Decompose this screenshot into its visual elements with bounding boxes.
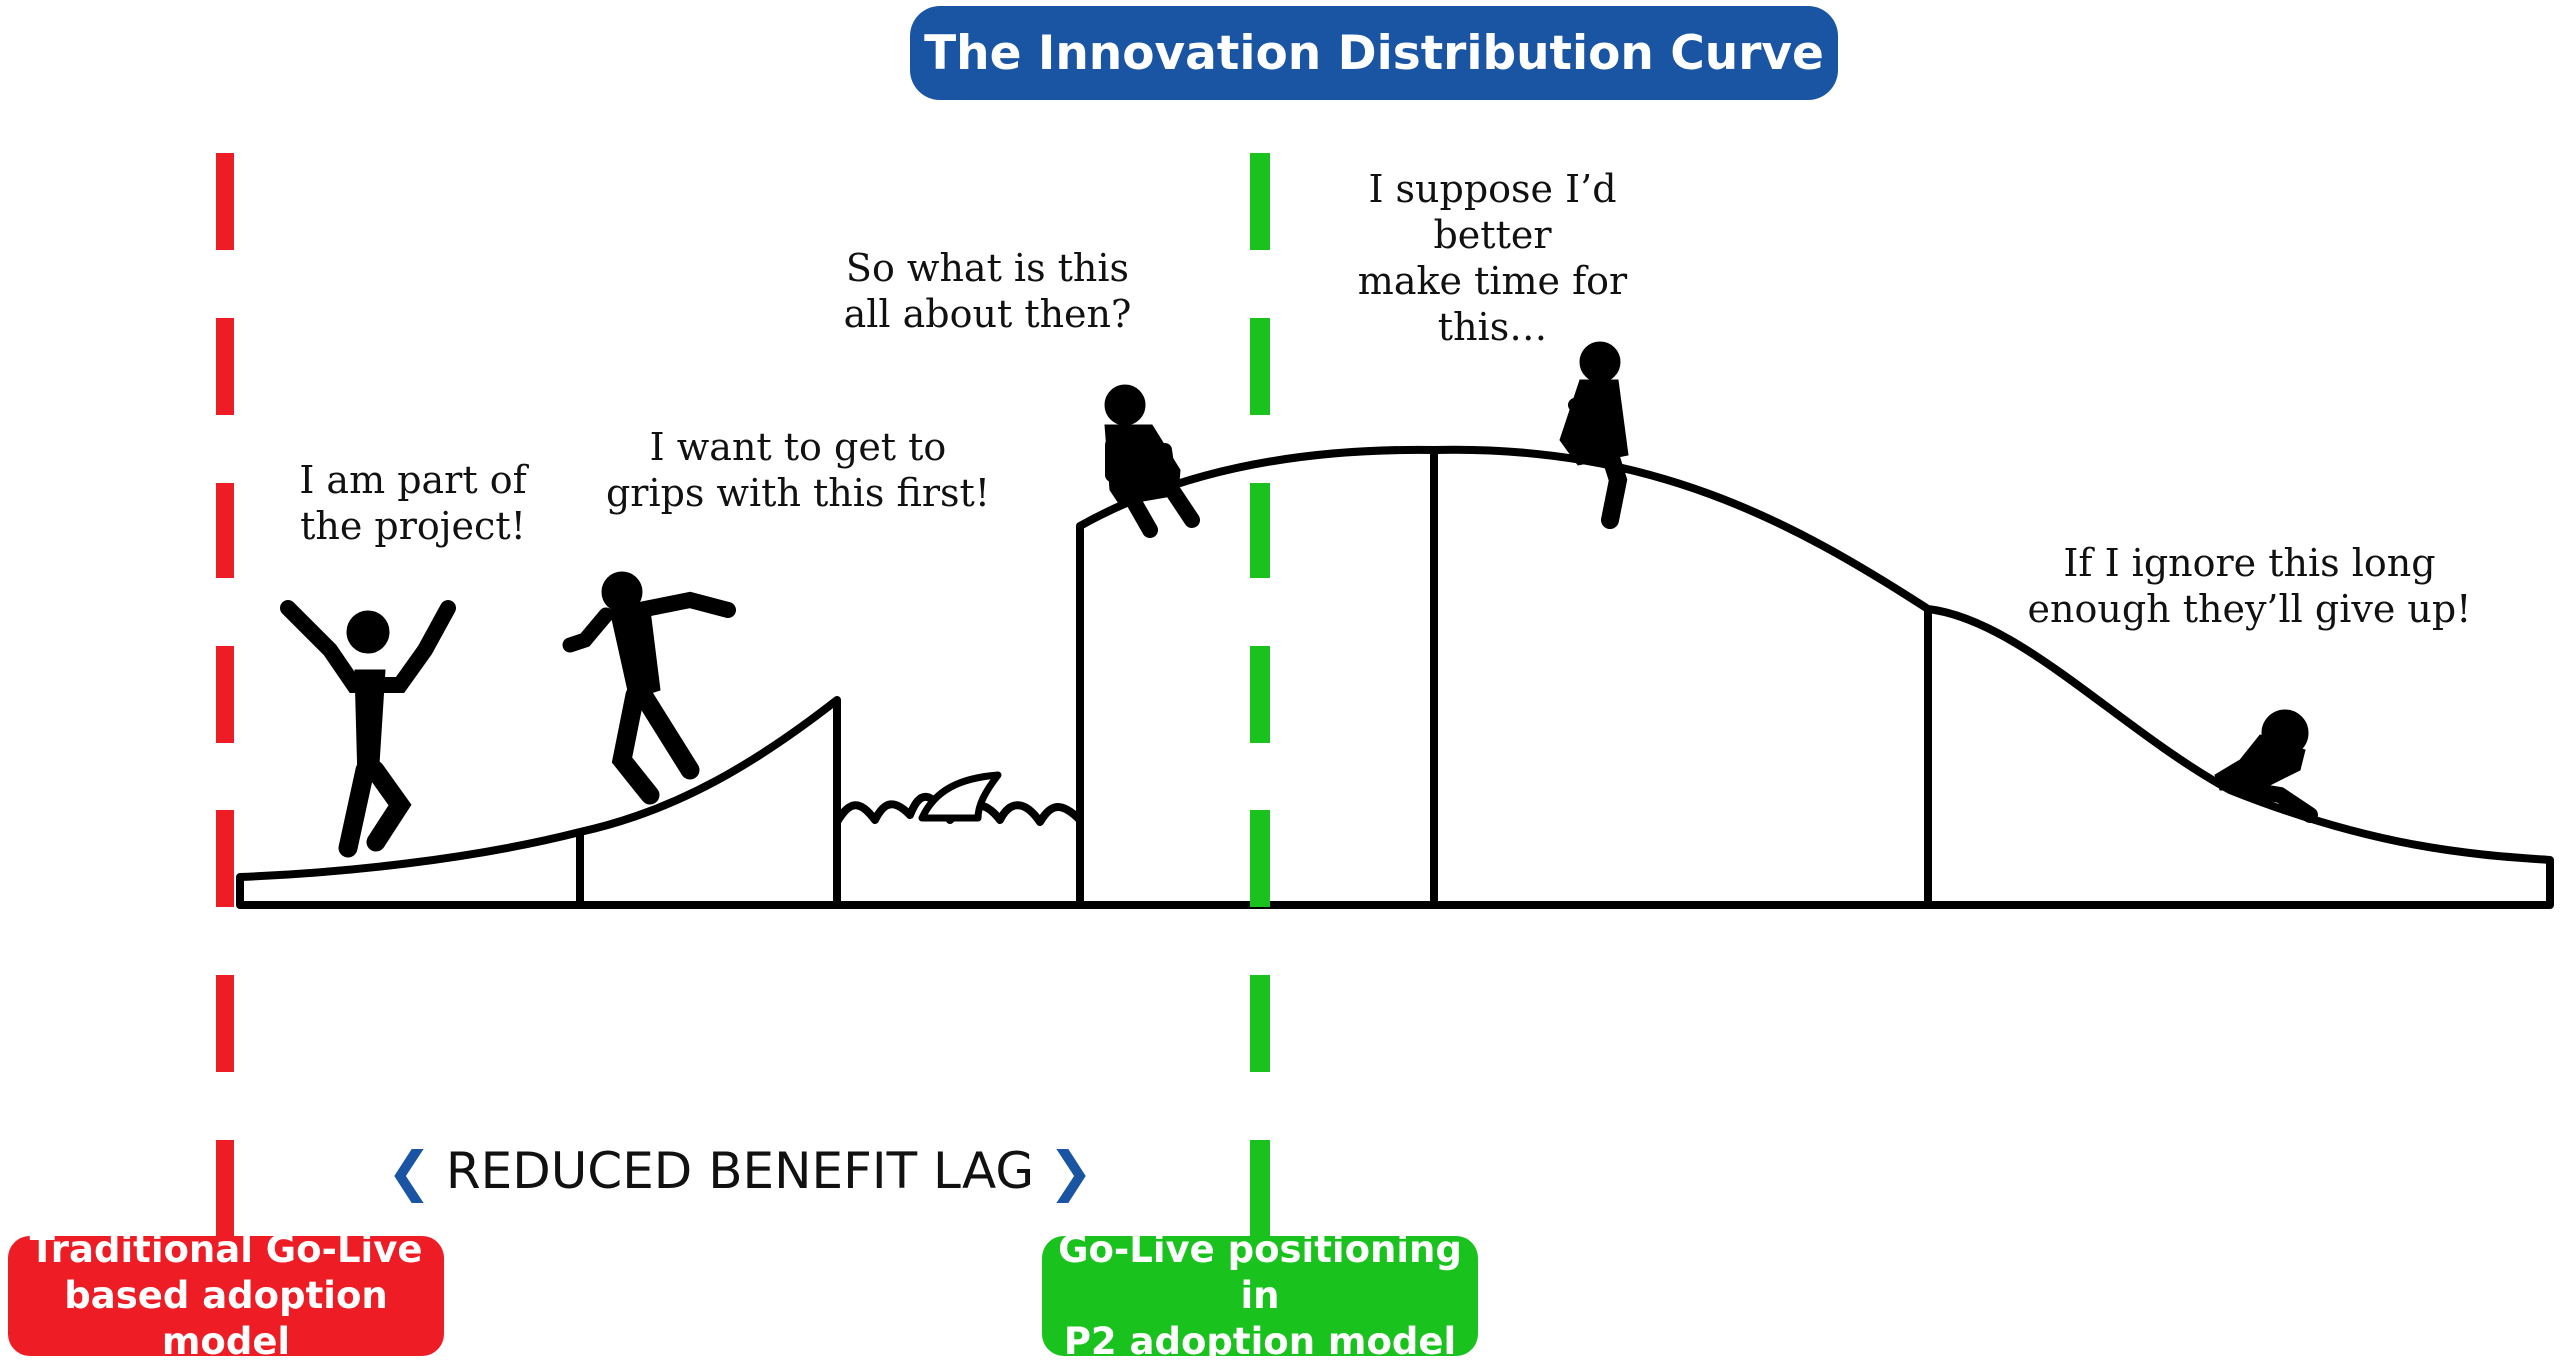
segment-label-resisters: RESISTERS xyxy=(2148,919,2330,958)
figure-late-engager-icon xyxy=(1559,341,1629,529)
segment-label-change-champions: CHANGE CHAMPIONS xyxy=(608,919,809,996)
chevron-left-icon: ❮ xyxy=(386,1139,432,1203)
segment-label-business-reps: BUSINESS REPRESENTATIVES xyxy=(257,919,563,996)
segment-label-early-engagers: EARLY ENGAGERS xyxy=(1109,919,1405,958)
segment-dividers xyxy=(576,450,1932,905)
figure-business-rep-icon xyxy=(280,600,456,858)
bubble-tails xyxy=(390,318,2270,702)
traditional-go-live-tag: Traditional Go-Live based adoption model xyxy=(8,1228,444,1363)
shark-fin-icon xyxy=(918,771,1002,822)
chevron-right-icon: ❯ xyxy=(1048,1139,1094,1203)
reduced-benefit-lag: ❮ REDUCED BENEFIT LAG ❯ xyxy=(360,1138,1120,1204)
figure-change-champion-icon xyxy=(562,571,736,805)
figure-early-engager-icon xyxy=(1104,384,1200,538)
segment-label-chasm: CHASM xyxy=(898,919,1019,958)
speech-bubble-early: So what is this all about then? xyxy=(825,228,1150,354)
page-title: The Innovation Distribution Curve xyxy=(910,6,1838,100)
segment-label-late-engagers: LATE ENGAGERS xyxy=(1543,919,1819,958)
speech-bubble-late: I suppose I’d better make time for this… xyxy=(1310,167,1675,349)
speech-bubble-business: I am part of the project! xyxy=(273,440,553,566)
adoption-curve xyxy=(236,445,2554,909)
p2-go-live-tag: Go-Live positioning in P2 adoption model xyxy=(1042,1228,1478,1363)
speech-bubble-resisters: If I ignore this long enough they’ll giv… xyxy=(2022,523,2477,649)
figure-resister-icon xyxy=(2214,709,2318,823)
speech-bubble-champions: I want to get to grips with this first! xyxy=(593,407,1003,533)
lag-label: REDUCED BENEFIT LAG xyxy=(445,1142,1035,1200)
